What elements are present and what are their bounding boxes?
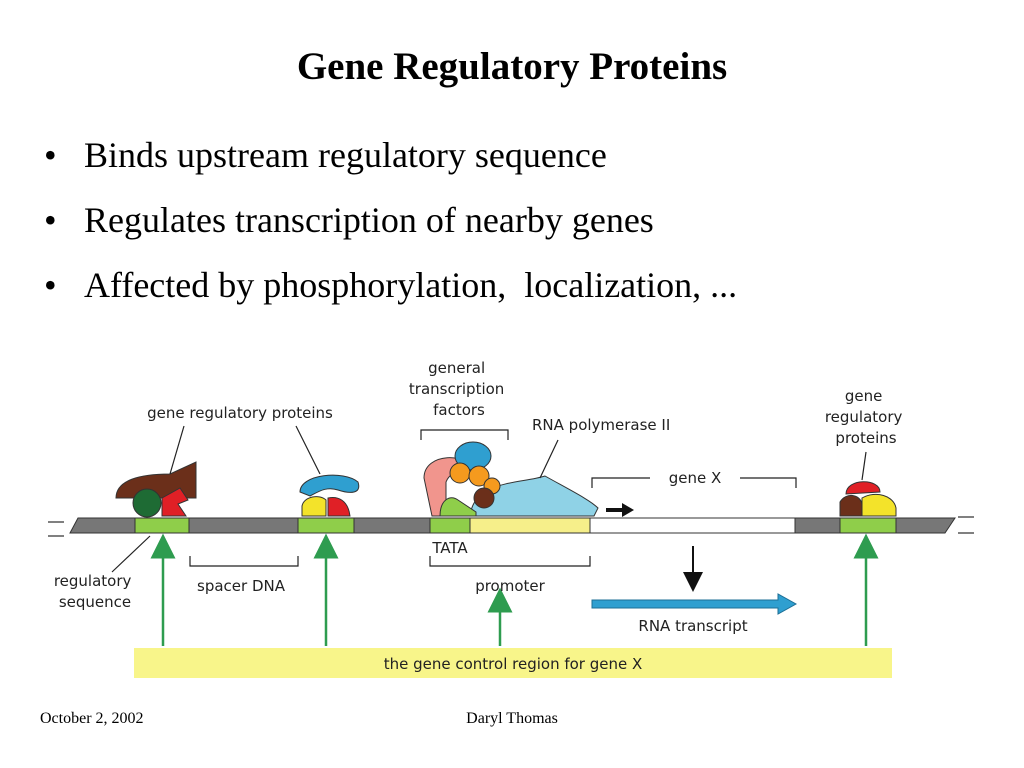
blue-protein <box>299 474 360 497</box>
label-line: general <box>428 359 485 377</box>
control-region-label: the gene control region for gene X <box>384 655 643 673</box>
control-region-band <box>134 648 892 678</box>
bullet-text: Affected by phosphorylation, localizatio… <box>84 265 738 305</box>
regulatory-site <box>297 517 355 534</box>
gene-regulation-diagram: the gene control region for gene X <box>48 359 974 678</box>
general-transcription-factors-label: general transcription factors <box>409 359 509 419</box>
bullet-dot: • <box>44 265 57 305</box>
gene-x-bracket <box>591 477 797 488</box>
green-factor <box>439 497 477 517</box>
leader-line <box>539 439 559 479</box>
rna-transcript-arrow <box>591 593 798 615</box>
promoter-region <box>469 517 591 534</box>
footer-author: Daryl Thomas <box>466 710 558 727</box>
promoter-bracket <box>429 556 591 567</box>
spacer-dna-label: spacer DNA <box>197 577 286 595</box>
gene-regulatory-proteins-label: gene regulatory proteins <box>147 404 333 422</box>
leader-line <box>111 535 151 573</box>
bullet-text: Binds upstream regulatory sequence <box>84 135 607 175</box>
regulatory-site <box>134 517 190 534</box>
gene-x-label: gene X <box>669 469 722 487</box>
label-line: gene <box>845 387 883 405</box>
yellow-protein <box>861 493 897 517</box>
brown-protein <box>115 461 197 499</box>
red-protein <box>161 487 189 517</box>
transcription-start-arrow <box>606 503 634 517</box>
label-line: sequence <box>59 593 131 611</box>
leader-line <box>295 425 321 475</box>
spacer-bracket <box>189 556 299 567</box>
rna-polymerase-label: RNA polymerase II <box>532 416 670 434</box>
gene-regulatory-proteins-right-label: gene regulatory proteins <box>825 387 907 447</box>
green-protein <box>132 488 162 518</box>
leader-line <box>169 425 185 475</box>
gene-x-region <box>589 517 796 534</box>
bullet-text: Regulates transcription of nearby genes <box>84 200 654 240</box>
bullet-item: • Binds upstream regulatory sequence <box>40 130 737 195</box>
bullet-list: • Binds upstream regulatory sequence • Reg… <box>40 130 737 325</box>
orange-factor <box>468 465 490 487</box>
label-line: proteins <box>835 429 896 447</box>
footer-date: October 2, 2002 <box>40 710 144 727</box>
orange-factor <box>449 462 471 484</box>
bullet-dot: • <box>44 135 57 175</box>
label-line: factors <box>433 401 485 419</box>
label-line: regulatory <box>54 572 132 590</box>
regulatory-sequence-label: regulatory sequence <box>54 572 136 611</box>
rna-transcript-label: RNA transcript <box>638 617 747 635</box>
bullet-item: • Affected by phosphorylation, localizati… <box>40 260 737 325</box>
label-line: transcription <box>409 380 504 398</box>
gtf-bracket <box>420 429 509 440</box>
brown-factor <box>473 487 495 509</box>
label-line: regulatory <box>825 408 903 426</box>
promoter-label: promoter <box>475 577 545 595</box>
regulatory-site <box>839 517 897 534</box>
brown-protein <box>839 495 863 517</box>
slide-title: Gene Regulatory Proteins <box>296 45 728 88</box>
leader-line <box>861 451 867 481</box>
bullet-item: • Regulates transcription of nearby genes <box>40 195 737 260</box>
tata-label: TATA <box>431 539 468 557</box>
yellow-protein <box>301 496 327 517</box>
tata-box <box>429 517 471 534</box>
red-protein <box>845 481 881 495</box>
red-protein <box>327 497 351 517</box>
bullet-dot: • <box>44 200 57 240</box>
